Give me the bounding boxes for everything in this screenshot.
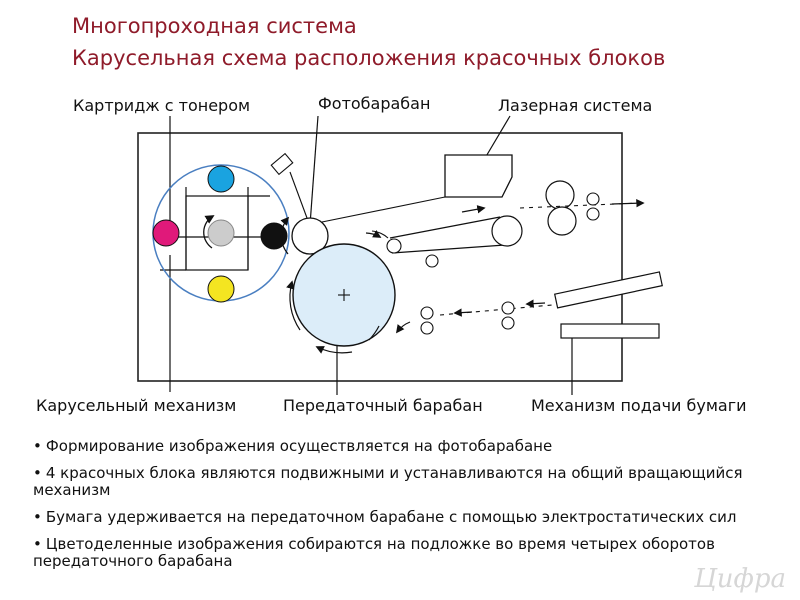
exit-roller-bottom xyxy=(586,207,600,221)
feed-roller-1b xyxy=(420,321,434,335)
belt-arrow xyxy=(461,205,486,214)
bullet-text: Бумага удерживается на передаточном бара… xyxy=(45,508,737,526)
drum-arrow-bottom xyxy=(315,346,353,354)
page-title-line-2: Карусельная схема расположения красочных… xyxy=(72,46,666,70)
label-carousel-mechanism: Карусельный механизм xyxy=(36,396,237,415)
toner-cyan xyxy=(207,165,235,193)
belt-assembly xyxy=(365,215,523,268)
printer-housing xyxy=(137,132,623,382)
exit-roller-top xyxy=(586,192,600,206)
feed-roller-2a xyxy=(501,301,515,315)
label-paper-feed: Механизм подачи бумаги xyxy=(531,396,747,415)
label-transfer-drum: Передаточный барабан xyxy=(283,396,483,415)
laser-beam xyxy=(321,196,446,223)
brand-logo: Цифра xyxy=(694,564,786,594)
sensor-beam xyxy=(289,171,308,219)
paper-tray-lower xyxy=(560,323,660,339)
drum-arc-right xyxy=(368,325,380,341)
feed-path xyxy=(439,304,553,316)
laser-unit xyxy=(444,154,513,198)
bullet-item: •Формирование изображения осуществляется… xyxy=(33,437,553,455)
bullet-item: •Цветоделенные изображения собираются на… xyxy=(33,535,715,570)
paper-tray-upper xyxy=(553,271,663,309)
exit-arrow xyxy=(611,199,645,208)
carousel-rotation-arrow xyxy=(203,215,215,249)
bullet-text: Цветоделенные изображения собираются на … xyxy=(33,535,715,570)
label-toner-cartridge: Картридж с тонером xyxy=(73,96,251,115)
feed-arrow-3 xyxy=(395,321,411,334)
sensor-block xyxy=(270,152,294,176)
fuser-roller-top xyxy=(545,180,575,210)
feed-arrow-1 xyxy=(525,299,546,308)
drum-arrow-left xyxy=(286,280,301,331)
page-title-line-1: Многопроходная система xyxy=(72,14,357,38)
toner-magenta xyxy=(152,219,180,247)
carousel-hub xyxy=(207,219,235,247)
photodrum xyxy=(291,217,329,255)
toner-yellow xyxy=(207,275,235,303)
bullet-text: Формирование изображения осуществляется … xyxy=(45,437,553,455)
photodrum-rotation-arrow xyxy=(280,216,290,255)
fuser-roller-bottom xyxy=(547,206,577,236)
bullet-item: •Бумага удерживается на передаточном бар… xyxy=(33,508,737,526)
leader-photodrum xyxy=(309,115,319,226)
carousel-mechanism xyxy=(152,164,290,303)
bullet-list: •Формирование изображения осуществляется… xyxy=(33,438,793,580)
label-photodrum: Фотобарабан xyxy=(318,94,431,113)
bullet-text: 4 красочных блока являются подвижными и … xyxy=(33,464,743,499)
bullet-item: •4 красочных блока являются подвижными и… xyxy=(33,464,743,499)
feed-arrow-2 xyxy=(453,308,473,317)
feed-roller-2b xyxy=(501,316,515,330)
feed-roller-1a xyxy=(420,306,434,320)
belt-entry-arc xyxy=(371,230,389,239)
label-laser-system: Лазерная система xyxy=(498,96,653,115)
toner-black xyxy=(260,222,288,250)
